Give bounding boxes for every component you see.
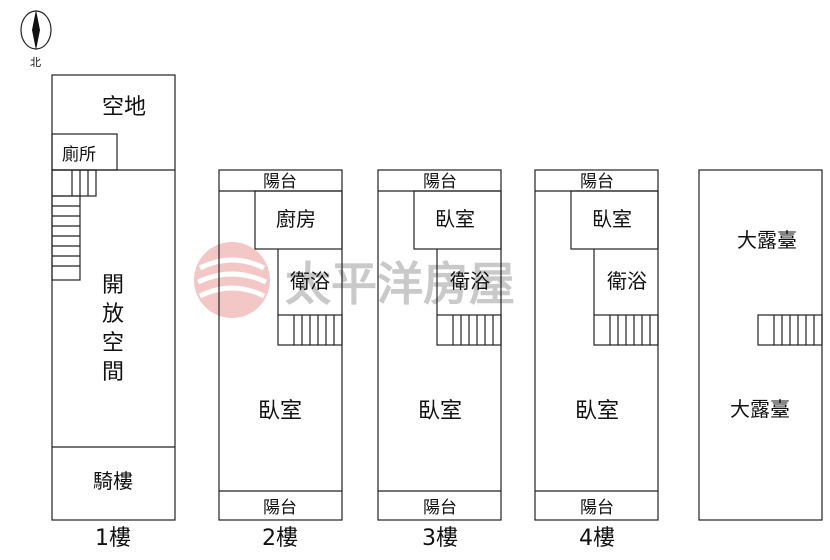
- room-balcony-top: 陽台: [263, 172, 297, 192]
- floor-1-plan: 空地 廁所 開放空間 騎樓 1樓: [51, 74, 176, 551]
- room-balcony-bottom: 陽台: [423, 498, 457, 518]
- stairs-icon: [436, 314, 502, 346]
- stairs-icon: [757, 314, 823, 346]
- room-balcony-bottom: 陽台: [580, 498, 614, 518]
- room-terrace-top: 大露臺: [737, 228, 797, 252]
- room-label-line: 空: [102, 331, 124, 356]
- room-bedroom: 臥室: [258, 399, 302, 424]
- watermark-logo-icon: [194, 242, 270, 318]
- room-open-land: 空地: [102, 95, 146, 120]
- room-bathroom: 衛浴: [290, 269, 330, 293]
- floor-4-plan: 陽台 臥室 衛浴 臥室 陽台 4樓: [534, 169, 659, 551]
- floor-label: 1樓: [95, 526, 131, 551]
- stairs-icon: [593, 314, 659, 346]
- room-bedroom-small: 臥室: [435, 207, 475, 231]
- stairs-icon: [277, 314, 343, 346]
- room-kitchen: 廚房: [276, 207, 316, 231]
- room-balcony-top: 陽台: [423, 172, 457, 192]
- watermark-text: 太平洋房屋: [285, 257, 515, 311]
- room-bedroom: 臥室: [575, 399, 619, 424]
- room-bedroom: 臥室: [418, 399, 462, 424]
- room-bathroom: 衛浴: [450, 269, 490, 293]
- room-arcade: 騎樓: [93, 469, 133, 493]
- room-open-space: 開放空間: [102, 273, 124, 385]
- floor-label: 4樓: [579, 526, 615, 551]
- north-arrow-icon: 北: [20, 10, 52, 69]
- room-terrace-bottom: 大露臺: [730, 397, 790, 421]
- room-label-line: 放: [102, 302, 124, 327]
- floor-3-plan: 陽台 臥室 衛浴 臥室 陽台 3樓: [377, 169, 502, 551]
- watermark: 太平洋房屋: [194, 242, 515, 318]
- floor-label: 3樓: [422, 526, 458, 551]
- room-balcony-bottom: 陽台: [263, 498, 297, 518]
- floor-2-plan: 陽台 廚房 衛浴 臥室 陽台 2樓: [218, 169, 343, 551]
- room-label-line: 開: [102, 273, 124, 298]
- room-bathroom: 衛浴: [607, 269, 647, 293]
- stairs-icon: [51, 169, 97, 281]
- room-balcony-top: 陽台: [580, 172, 614, 192]
- floor-label: 2樓: [262, 526, 298, 551]
- room-toilet: 廁所: [62, 144, 96, 165]
- compass-label: 北: [30, 56, 41, 69]
- room-label-line: 間: [102, 360, 124, 385]
- roof-terrace-plan: 大露臺 大露臺: [698, 169, 823, 521]
- room-bedroom-small: 臥室: [592, 207, 632, 231]
